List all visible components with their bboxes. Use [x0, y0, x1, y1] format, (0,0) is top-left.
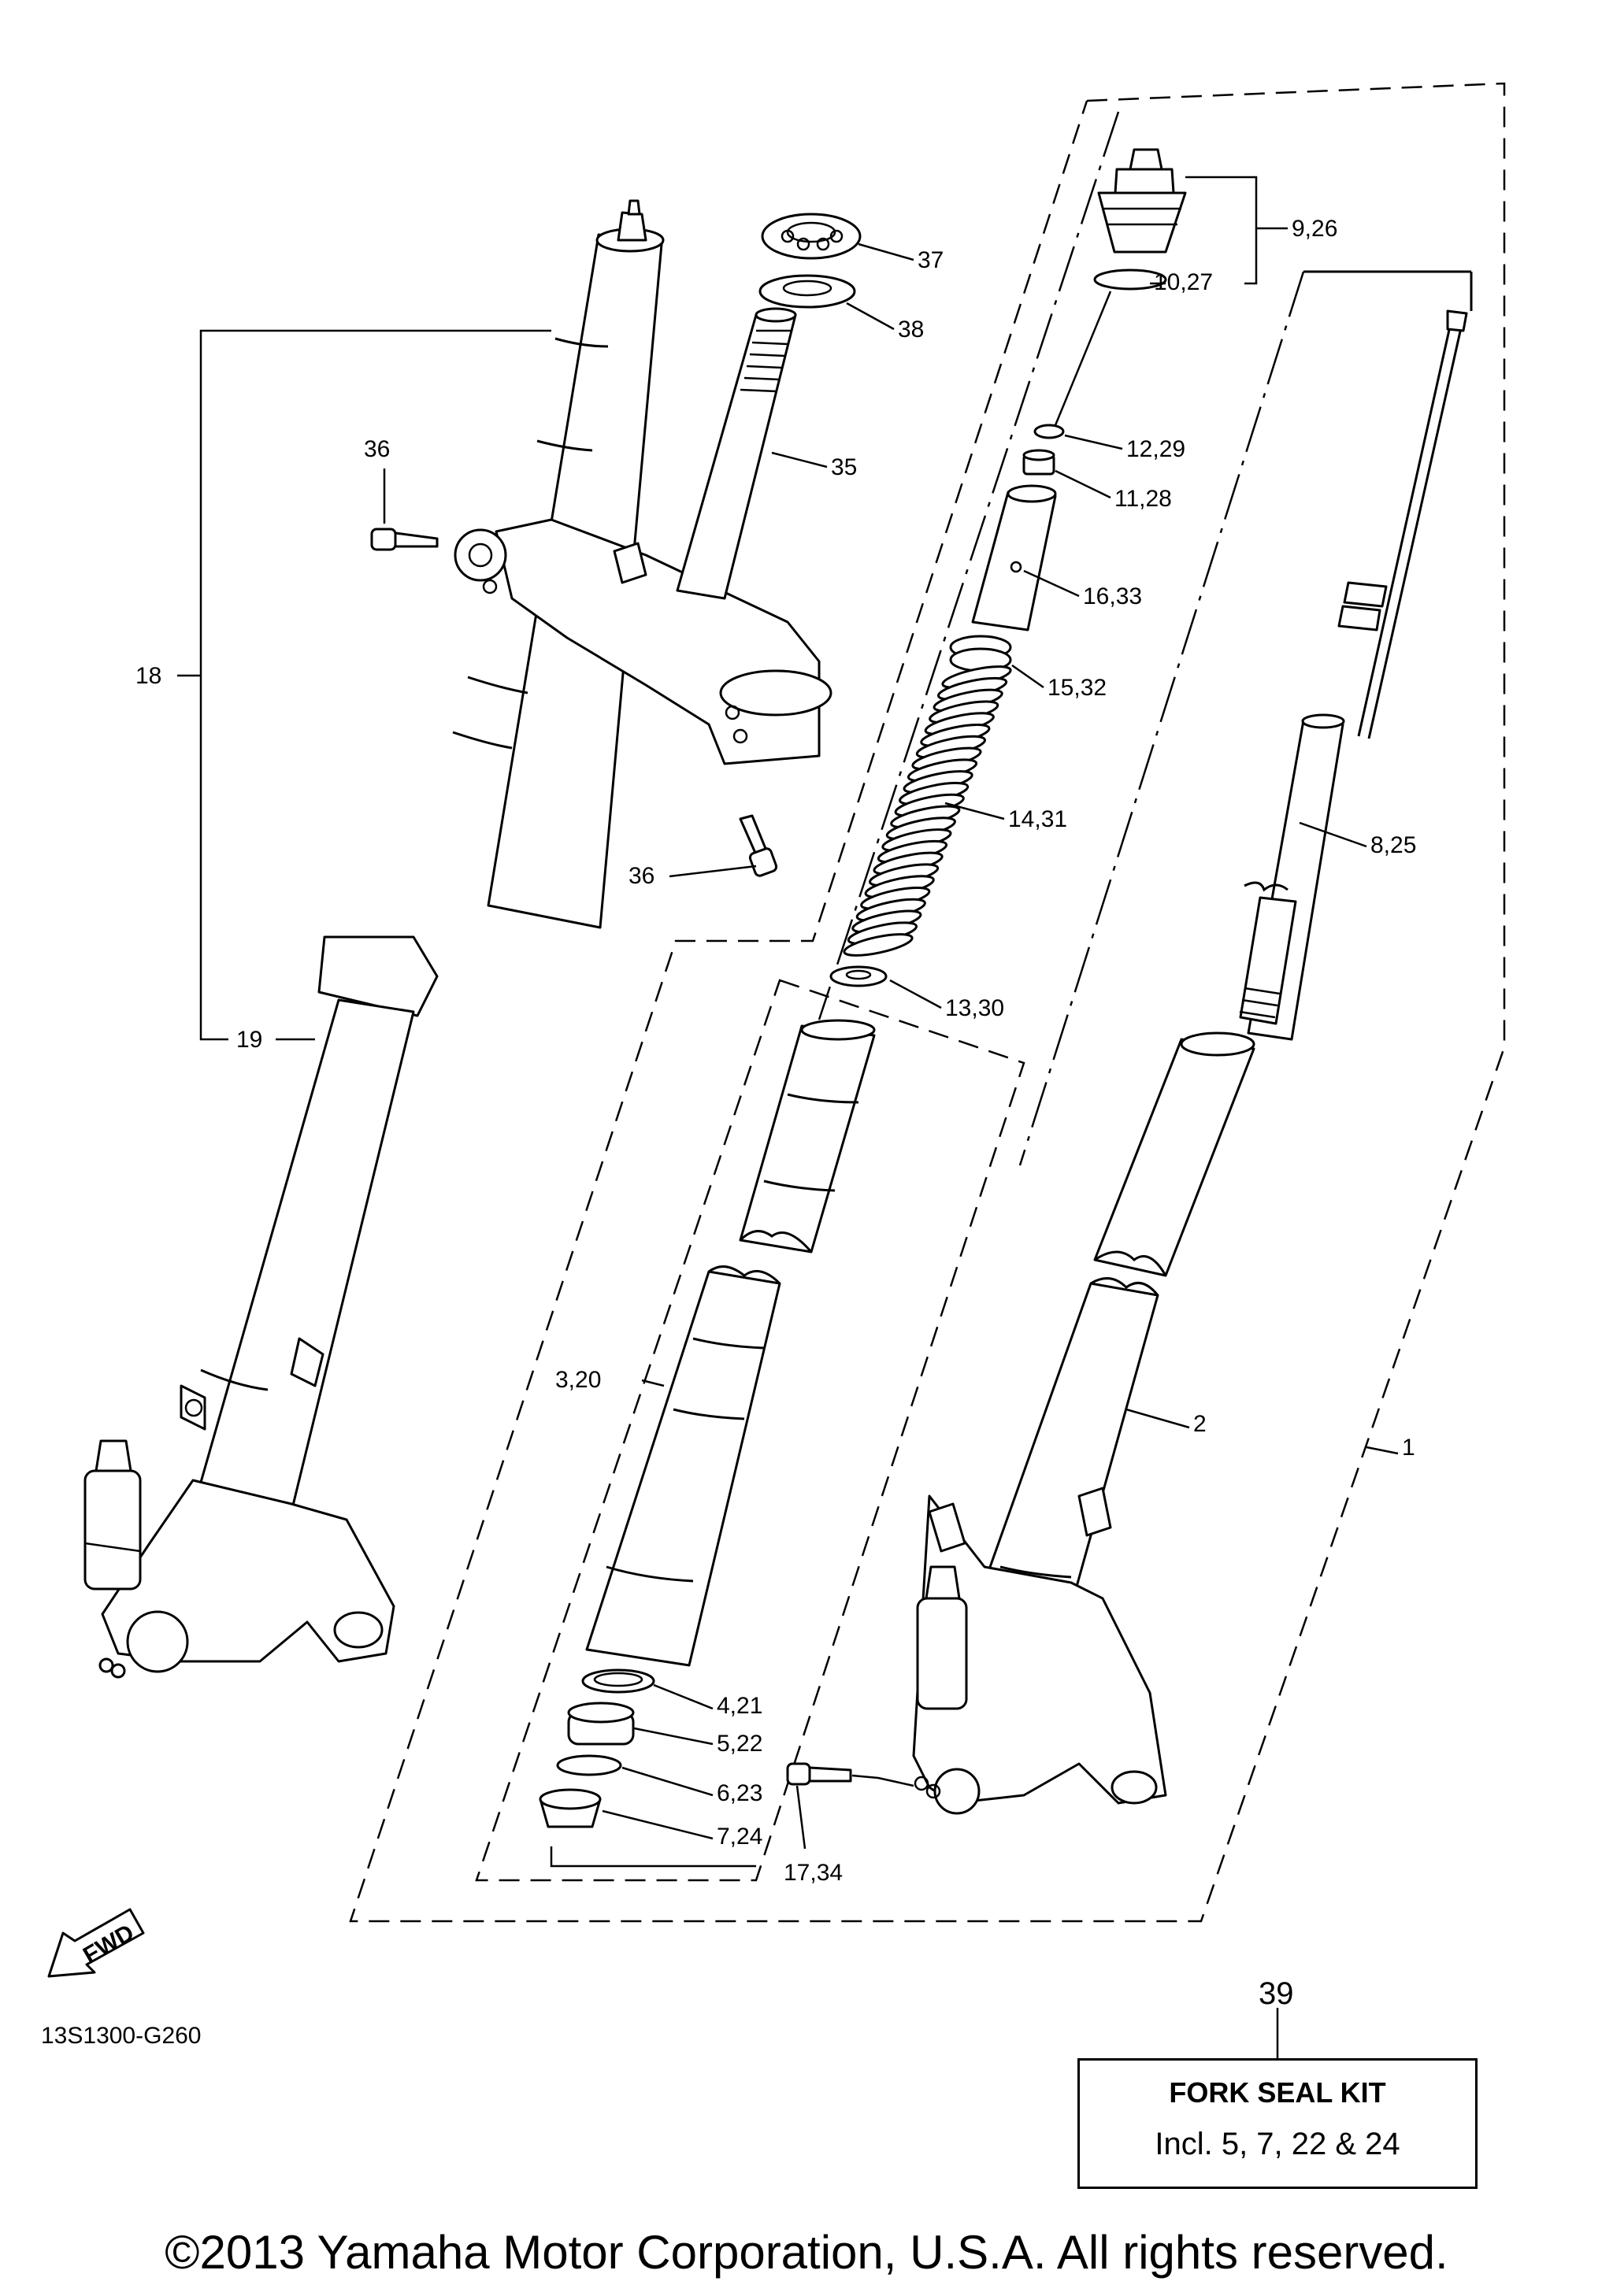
washer-13-30	[829, 965, 888, 987]
callout-9-26: 9,26	[1292, 216, 1337, 242]
fwd-arrow-icon: FWD	[47, 1908, 145, 1978]
callout-15-32: 15,32	[1048, 675, 1107, 701]
callout-36-lower: 36	[629, 863, 654, 889]
callout-2: 2	[1193, 1411, 1207, 1437]
fork-spring	[843, 665, 1012, 957]
kit-description: Incl. 5, 7, 22 & 24	[1155, 2127, 1400, 2161]
bolt-36-upper	[370, 528, 439, 551]
callout-13-30: 13,30	[945, 995, 1004, 1021]
spring-seat	[949, 635, 1012, 672]
dust-seal	[539, 1788, 602, 1828]
cap-bolt	[1097, 148, 1187, 254]
callout-14-31: 14,31	[1008, 806, 1067, 832]
callout-6-23: 6,23	[717, 1780, 762, 1806]
callout-labels: 1 2 3,20 4,21 5,22 6,23 7,24 8,25 9,26 1…	[41, 216, 1416, 2049]
callout-16-33: 16,33	[1083, 583, 1142, 609]
callout-10-27: 10,27	[1154, 269, 1213, 295]
seal-bracket	[550, 1846, 756, 1868]
callout-37: 37	[918, 247, 944, 273]
o-ring	[1093, 268, 1167, 291]
spring-coil	[843, 933, 914, 957]
assembly-boundary-3-20	[475, 979, 1025, 1882]
fork-seal-kit-box: FORK SEAL KIT Incl. 5, 7, 22 & 24	[1077, 2058, 1478, 2189]
callout-7-24: 7,24	[717, 1824, 762, 1850]
bearing-37	[761, 213, 862, 260]
nut-11-28	[1022, 449, 1055, 476]
callout-8-25: 8,25	[1370, 832, 1416, 858]
diagram-code: 13S1300-G260	[41, 2023, 202, 2049]
assembly-boundary-1	[349, 82, 1506, 1923]
circlip	[556, 1754, 622, 1776]
callout-11-28: 11,28	[1114, 486, 1172, 512]
outer-tube	[912, 1031, 1255, 1815]
callout-5-22: 5,22	[717, 1731, 762, 1757]
fork-assembly-complete	[83, 199, 832, 1679]
callout-36-upper: 36	[364, 436, 390, 462]
callout-18: 18	[135, 663, 161, 689]
callout-19: 19	[236, 1027, 262, 1053]
washer-38	[758, 274, 856, 309]
callout-17-34: 17,34	[784, 1860, 843, 1886]
axle-bolt	[786, 1762, 914, 1787]
spacer-collar	[971, 484, 1057, 631]
callout-4-21: 4,21	[717, 1693, 762, 1719]
callout-35: 35	[831, 454, 857, 480]
callout-12-29: 12,29	[1126, 436, 1185, 462]
oil-seal	[567, 1702, 635, 1746]
damper-rod	[1239, 309, 1468, 1041]
copyright-notice: ©2013 Yamaha Motor Corporation, U.S.A. A…	[165, 2226, 1448, 2279]
assembly-boundary-inner	[818, 111, 1473, 1166]
kit-title: FORK SEAL KIT	[1169, 2076, 1386, 2109]
washer-12-29	[1033, 424, 1065, 439]
leader-lines	[177, 176, 1399, 2058]
callout-3-20: 3,20	[555, 1367, 601, 1393]
dust-seal-washer	[581, 1668, 655, 1694]
callout-1: 1	[1402, 1435, 1415, 1461]
callout-38: 38	[898, 317, 924, 343]
callout-39: 39	[1259, 1976, 1294, 2011]
steering-stem	[676, 307, 797, 600]
inner-tube	[585, 1019, 876, 1667]
